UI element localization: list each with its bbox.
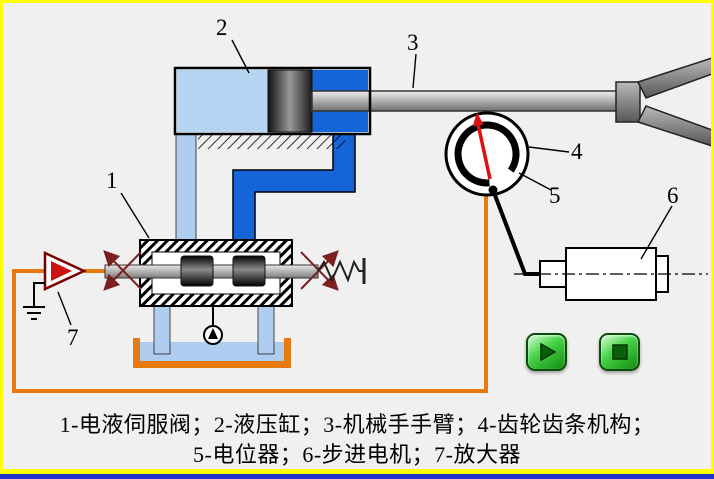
gripper-base [615,81,641,123]
leader-lines [57,39,673,326]
stop-icon [611,344,628,360]
pump-symbol [203,306,223,345]
amplifier-inner-triangle [51,261,72,281]
piston [267,69,313,133]
amplifier [23,251,87,320]
pointer-needle [476,123,492,180]
gripper-finger-bottom [636,105,713,148]
callout-7: 7 [67,325,79,350]
play-button[interactable] [526,333,567,371]
gripper [615,56,713,148]
motor-link [491,189,540,276]
cylinder-chamber-left [177,70,268,132]
feedback-loop-wire [12,196,488,393]
resistive-track-arc [454,121,520,187]
tank-fluid [140,342,284,361]
callout-4: 4 [571,139,583,164]
return-pipe-left [153,305,171,355]
valve-spring [317,259,364,283]
callout-3: 3 [407,30,419,55]
frame-border-left [0,0,3,479]
spool-land-left [180,255,214,287]
callout-2: 2 [216,15,228,40]
frame-border-right [711,0,714,479]
pipe-pressure-blue [232,133,356,241]
tank-walls [133,338,291,368]
potentiometer-dial [444,111,530,197]
stop-button[interactable] [599,333,640,371]
needle-arrowhead [472,112,484,127]
leader-3 [412,53,417,89]
return-pipe-right [257,305,275,355]
gripper-finger-top [636,56,713,99]
leader-5 [518,172,552,191]
spool-land-right [232,255,266,287]
leader-7 [57,291,72,326]
frame-border-top [0,0,714,3]
pipe-light-blue [175,133,197,241]
leader-4 [528,146,570,153]
ground-symbol [23,282,45,320]
leader-2 [231,39,250,74]
frame-bottom-strip [0,474,714,479]
callout-5: 5 [549,183,561,208]
servo-valve [103,239,366,307]
leader-6 [640,205,673,260]
solenoid-arrows-left [103,250,142,291]
caption-line-2: 5-电位器；6-步进电机；7-放大器 [193,442,521,467]
play-icon [539,342,557,362]
manipulator-arm [311,90,628,112]
oil-tank [133,338,291,368]
frame-border-bottom [0,469,714,474]
callout-1: 1 [106,168,118,193]
caption-line-1: 1-电液伺服阀；2-液压缸；3-机械手手臂；4-齿轮齿条机构； [59,412,655,437]
cylinder-mount-hatch [198,134,345,149]
leader-1 [120,192,150,239]
callout-6: 6 [667,183,679,208]
